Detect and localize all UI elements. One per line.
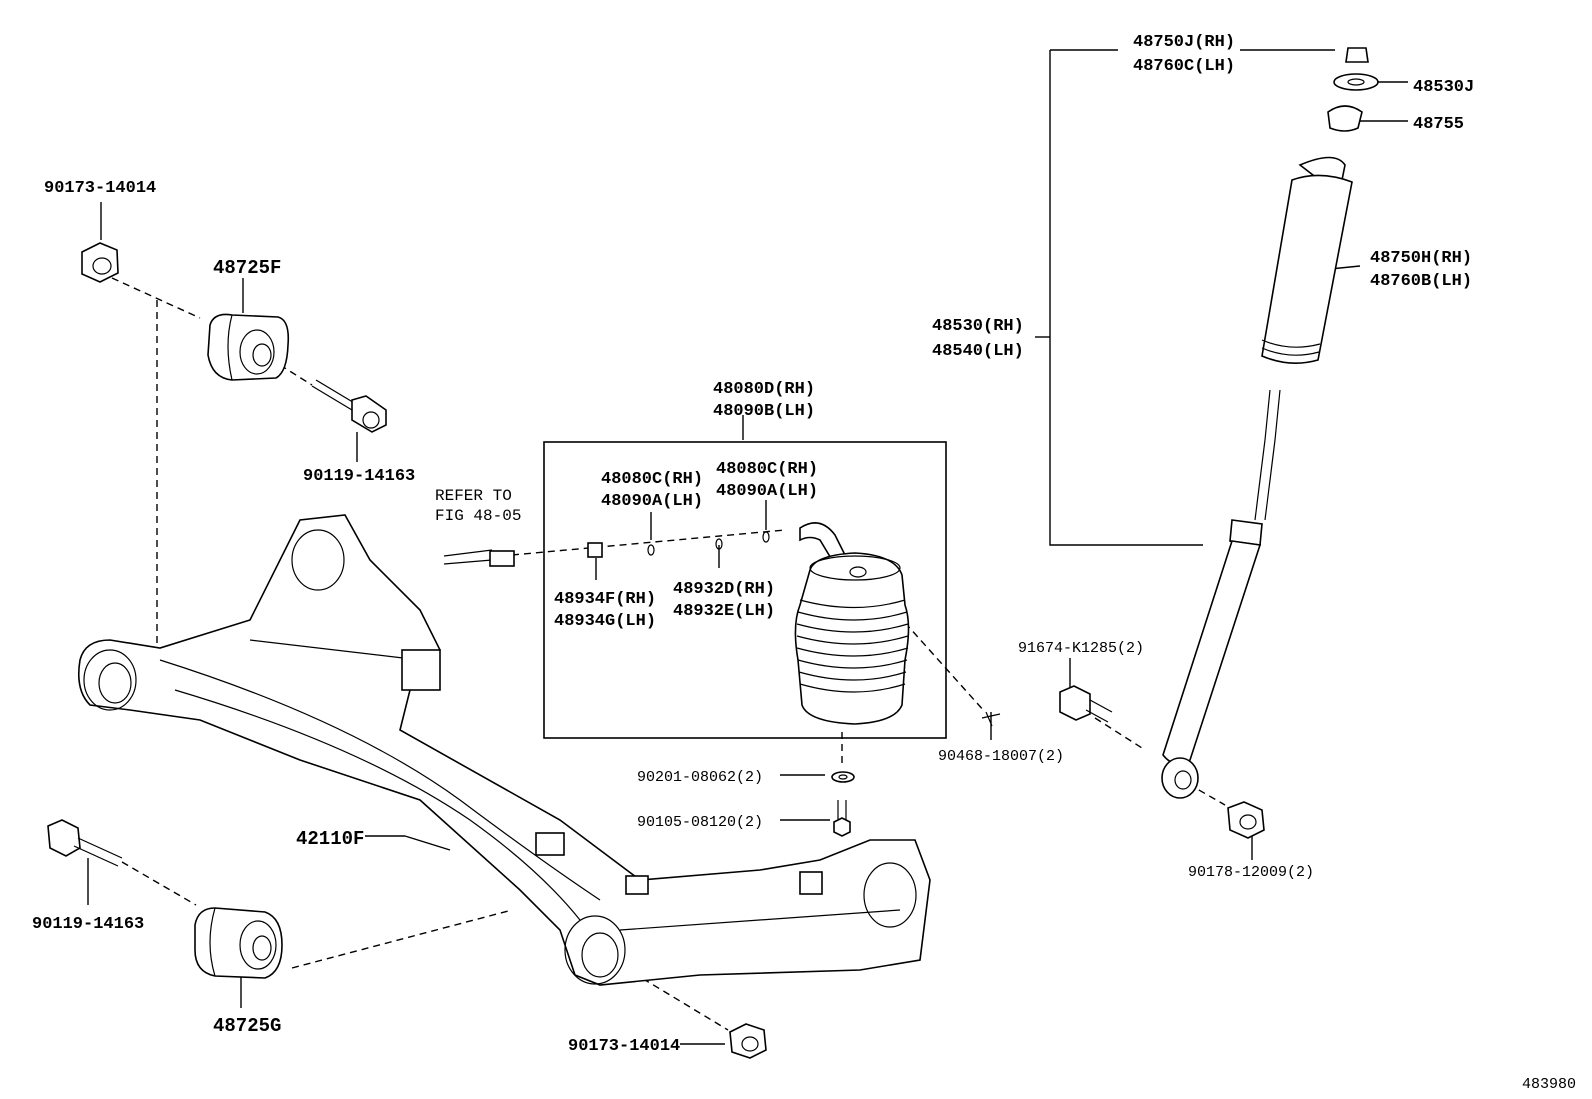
label-oring1-lh[interactable]: 48090A(LH) <box>601 492 703 511</box>
label-support[interactable]: 48755 <box>1413 115 1464 134</box>
label-bushing-bottom[interactable]: 48725G <box>213 1015 281 1037</box>
air-spring-drawing <box>587 522 910 725</box>
label-bolt-shock[interactable]: 91674-K1285(2) <box>1018 640 1144 657</box>
label-oring1-rh[interactable]: 48080C(RH) <box>601 470 703 489</box>
label-nut-bottom[interactable]: 90173-14014 <box>568 1037 680 1056</box>
label-boot-lh[interactable]: 48760B(LH) <box>1370 272 1472 291</box>
label-bolt-small[interactable]: 90105-08120(2) <box>637 814 763 831</box>
hose-connector-drawing <box>443 549 515 567</box>
nut-bottom-drawing <box>729 1023 767 1059</box>
label-ring-lh[interactable]: 48932E(LH) <box>673 602 775 621</box>
label-boot-rh[interactable]: 48750H(RH) <box>1370 249 1472 268</box>
label-absorber-lh[interactable]: 48540(LH) <box>932 342 1024 361</box>
label-bushing-top[interactable]: 48725F <box>213 257 281 279</box>
label-cushion-rh[interactable]: 48750J(RH) <box>1133 33 1235 52</box>
label-refer-line2: FIG 48-05 <box>435 507 521 525</box>
label-washer-top[interactable]: 48530J <box>1413 78 1474 97</box>
shock-nut-drawing <box>1227 801 1265 839</box>
bushing-top-drawing <box>207 313 290 381</box>
label-absorber-rh[interactable]: 48530(RH) <box>932 317 1024 336</box>
figure-number: 483980 <box>1522 1076 1576 1093</box>
label-nut-top-left[interactable]: 90173-14014 <box>44 179 156 198</box>
label-air-spring-rh[interactable]: 48080D(RH) <box>713 380 815 399</box>
label-nut-shock[interactable]: 90178-12009(2) <box>1188 864 1314 881</box>
label-refer-line1: REFER TO <box>435 487 512 505</box>
part-labels: 90173-14014 48725F 90119-14163 REFER TO … <box>32 33 1576 1093</box>
bushing-bottom-drawing <box>194 907 283 979</box>
bolt-bottom-drawing <box>47 819 123 867</box>
label-pin[interactable]: 90468-18007(2) <box>938 748 1064 765</box>
nut-top-left-drawing <box>81 242 119 283</box>
pin-drawing <box>981 711 1001 727</box>
rear-axle-beam-drawing <box>77 514 931 986</box>
label-oring2-rh[interactable]: 48080C(RH) <box>716 460 818 479</box>
shock-bolt-drawing <box>1059 685 1113 723</box>
label-ring-rh[interactable]: 48932D(RH) <box>673 580 775 599</box>
air-spring-assembly-box <box>543 441 947 739</box>
label-clip-lh[interactable]: 48934G(LH) <box>554 612 656 631</box>
label-oring2-lh[interactable]: 48090A(LH) <box>716 482 818 501</box>
bolt-top-drawing <box>311 379 387 433</box>
label-axle-beam[interactable]: 42110F <box>296 828 364 850</box>
label-washer[interactable]: 90201-08062(2) <box>637 769 763 786</box>
leader-lines <box>87 49 1408 1045</box>
shock-absorber-drawing <box>1161 47 1379 799</box>
label-bolt-top[interactable]: 90119-14163 <box>303 467 415 486</box>
label-bolt-bottom[interactable]: 90119-14163 <box>32 915 144 934</box>
washer-drawing <box>831 771 855 783</box>
small-bolt-drawing <box>833 800 851 837</box>
label-cushion-lh[interactable]: 48760C(LH) <box>1133 57 1235 76</box>
label-clip-rh[interactable]: 48934F(RH) <box>554 590 656 609</box>
label-air-spring-lh[interactable]: 48090B(LH) <box>713 402 815 421</box>
